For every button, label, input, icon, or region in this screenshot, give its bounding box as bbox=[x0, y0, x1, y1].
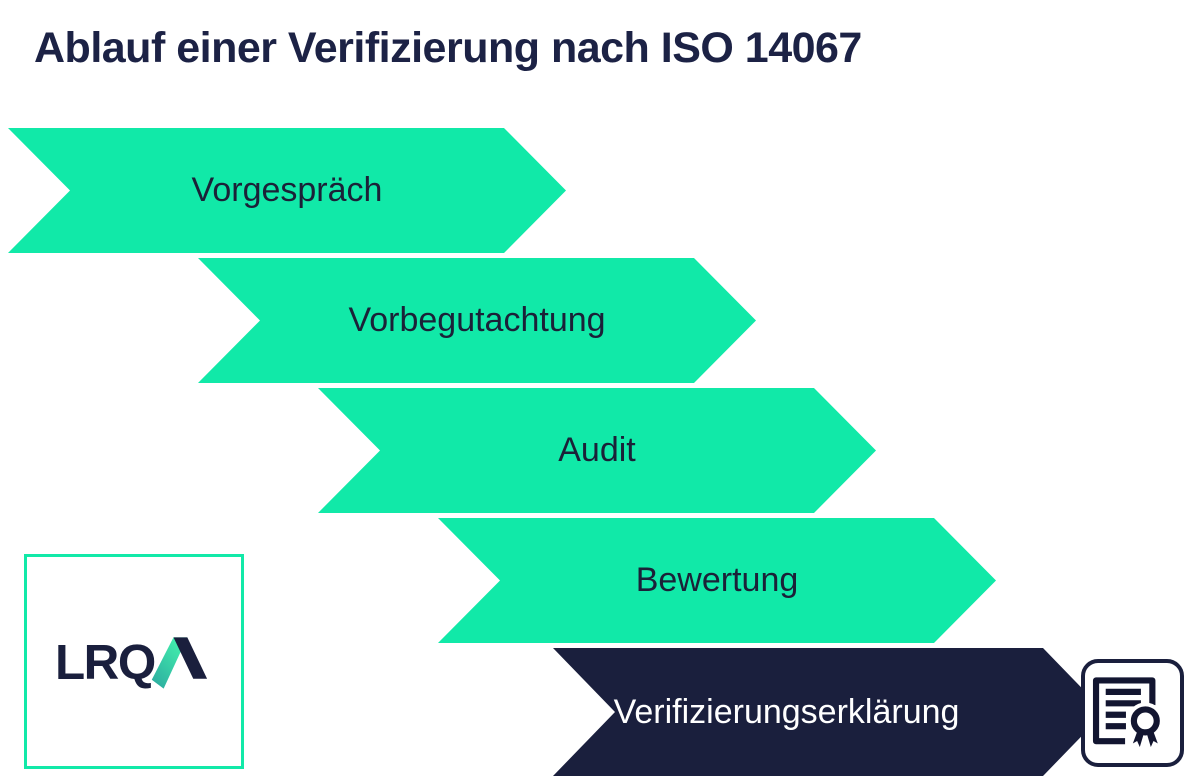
lrqa-logo-mark: LRQ bbox=[55, 634, 208, 689]
process-step-4: Bewertung bbox=[438, 518, 996, 643]
step-label-audit: Audit bbox=[558, 431, 636, 469]
lrqa-logo: LRQ bbox=[24, 554, 244, 769]
step-label-vorgespraech: Vorgespräch bbox=[191, 171, 383, 209]
certificate-icon bbox=[1081, 659, 1184, 767]
logo-letters: LRQ bbox=[55, 634, 155, 689]
step-label-vorbegutachtung: Vorbegutachtung bbox=[348, 301, 606, 339]
process-step-5: Verifizierungserklärung bbox=[553, 648, 1105, 776]
step-label-bewertung: Bewertung bbox=[635, 561, 799, 599]
logo-a-right-stroke bbox=[173, 636, 208, 679]
process-step-1: Vorgespräch bbox=[8, 128, 566, 253]
logo-a-left-stroke bbox=[151, 636, 188, 689]
step-label-verifizierungserklaerung: Verifizierungserklärung bbox=[613, 692, 960, 731]
page-title: Ablauf einer Verifizierung nach ISO 1406… bbox=[34, 24, 862, 72]
process-step-2: Vorbegutachtung bbox=[198, 258, 756, 383]
process-step-3: Audit bbox=[318, 388, 876, 513]
certificate-glyph bbox=[1092, 677, 1164, 755]
